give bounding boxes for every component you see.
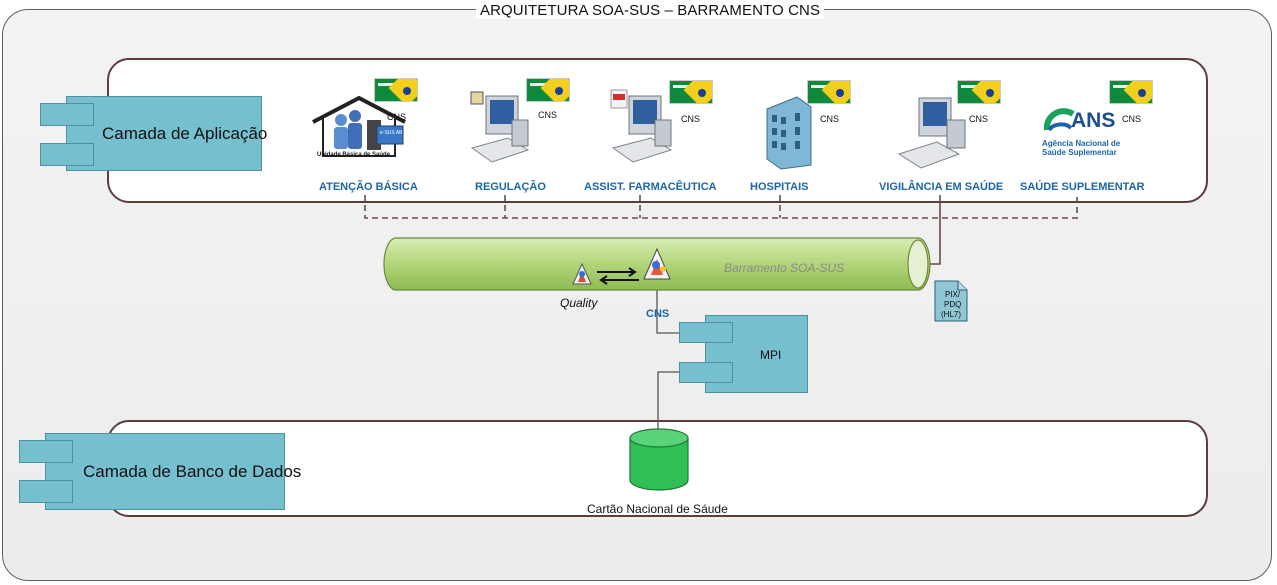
protocol-line-2: PDQ [944,300,962,309]
workstation-icon [470,91,530,163]
system-label-regulacao: REGULAÇÃO [475,181,546,193]
database-cylinder-icon [629,428,689,491]
system-cns-label: CNS [538,110,558,120]
health-unit-house-icon [312,96,406,157]
database-label: Cartão Nacional de Sáude [587,502,728,516]
mpi-port-top [679,322,733,343]
hospital-building-icon [766,96,812,170]
exchange-arrows-icon [597,267,639,285]
bus-label: Barramento SOA-SUS [724,261,845,275]
system-cns-label: CNS [387,112,407,122]
vigilance-workstation-icon [897,97,966,169]
application-component-port-top [40,103,94,126]
ubs-card-text: e-SUS AB CDS [380,130,415,136]
database-layer-label: Camada de Banco de Dados [83,462,302,481]
ans-line-1: Agência Nacional de [1042,139,1121,148]
mpi-label: MPI [760,348,782,362]
quality-label: Quality [560,296,598,310]
database-component-port-top [19,440,73,463]
system-label-vigilancia: VIGILÂNCIA EM SAÚDE [879,181,1004,193]
diagram-title: ARQUITETURA SOA-SUS – BARRAMENTO CNS [476,2,825,19]
cns-service-icon [643,247,671,280]
quality-service-icon [572,262,592,285]
database-component-port-bottom [19,480,73,503]
cns-card-icon [669,80,713,104]
ubs-caption: Unidade Básica de Saúde [317,152,391,158]
protocol-document-icon [934,280,968,322]
cns-card-icon [526,78,570,102]
pharmacy-workstation-icon [610,89,673,163]
system-label-atencao-basica: ATENÇÃO BÁSICA [319,181,418,193]
system-label-saude-suplementar: SAÚDE SUPLEMENTAR [1020,181,1145,193]
ans-line-2: Saúde Suplementar [1042,148,1117,157]
system-cns-label: CNS [681,114,701,124]
ans-logo-icon [1043,108,1075,132]
application-component [66,96,262,171]
system-cns-label: CNS [820,114,840,124]
system-label-hospitais: HOSPITAIS [750,181,809,193]
cns-card-icon [807,80,851,104]
cns-card-icon [374,78,418,102]
protocol-line-1: PIX/ [945,290,961,299]
cns-card-icon [957,80,1001,104]
bus-cns-label: CNS [646,308,670,320]
ans-logo-text: ANS [1071,109,1116,132]
application-layer-label: Camada de Aplicação [102,124,268,143]
system-cns-label: CNS [969,114,989,124]
system-label-assist-farmaceutica: ASSIST. FARMACÊUTICA [584,181,717,193]
protocol-line-3: (HL7) [941,310,962,319]
application-component-port-bottom [40,143,94,166]
mpi-port-bottom [679,362,733,383]
system-cns-label: CNS [1122,114,1142,124]
cns-card-icon [1109,80,1153,104]
database-component [45,433,285,510]
